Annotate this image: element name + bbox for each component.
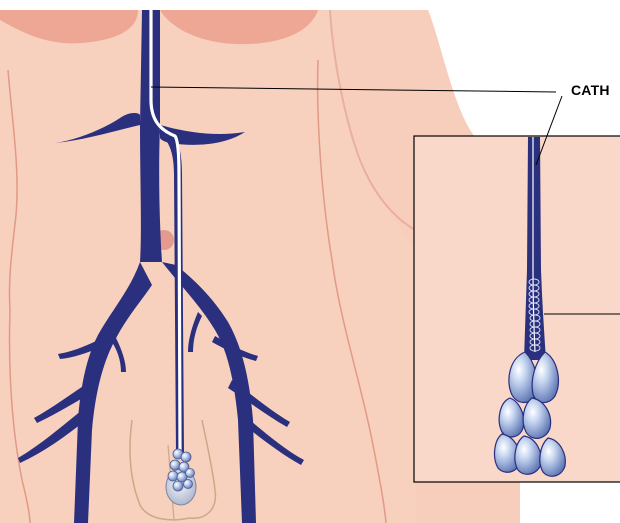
catheter-label: CATH	[571, 82, 610, 98]
